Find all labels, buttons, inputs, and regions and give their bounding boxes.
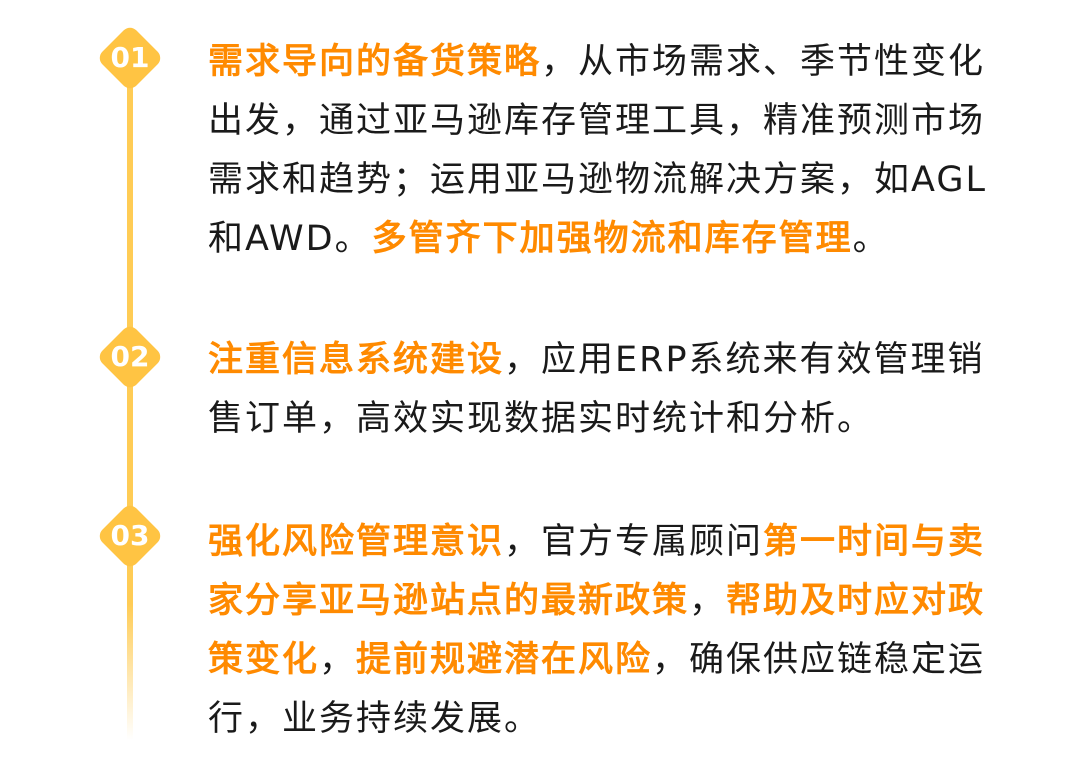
highlight-text: 提前规避潜在风险 <box>356 640 653 680</box>
step-badge-03: 03 <box>92 498 168 574</box>
body-text: ，确保供应链稳定运行，业务持续发展。 <box>208 640 986 739</box>
step-number: 02 <box>110 340 150 373</box>
highlight-text: 注重信息系统建设 <box>208 340 505 380</box>
highlight-text: 帮助及时应对政策变化 <box>208 581 986 680</box>
timeline-line <box>127 60 133 740</box>
step-badge-01: 01 <box>92 20 168 96</box>
step-text-03: 强化风险管理意识，官方专属顾问第一时间与卖家分享亚马逊站点的最新政策，帮助及时应… <box>208 513 998 749</box>
body-text: ， <box>689 581 727 621</box>
body-text: ，应用ERP系统来有效管理销售订单，高效实现数据实时统计和分析。 <box>208 340 985 439</box>
step-number: 03 <box>110 519 150 552</box>
step-text-02: 注重信息系统建设，应用ERP系统来有效管理销售订单，高效实现数据实时统计和分析。 <box>208 331 998 449</box>
highlight-text: 需求导向的备货策略 <box>208 42 542 82</box>
highlight-text: 第一时间与卖家分享亚马逊站点的最新政策 <box>208 522 986 621</box>
body-text: ，官方专属顾问 <box>504 522 764 562</box>
highlight-text: 强化风险管理意识 <box>208 522 505 562</box>
body-text: ，从市场需求、季节性变化出发，通过亚马逊库存管理工具，精准预测市场需求和趋势；运… <box>208 42 987 259</box>
body-text: 。 <box>852 219 890 259</box>
step-text-01: 需求导向的备货策略，从市场需求、季节性变化出发，通过亚马逊库存管理工具，精准预测… <box>208 33 998 269</box>
step-number: 01 <box>110 41 150 74</box>
body-text: ， <box>319 640 357 680</box>
step-badge-02: 02 <box>92 319 168 395</box>
highlight-text: 多管齐下加强物流和库存管理 <box>371 219 853 259</box>
